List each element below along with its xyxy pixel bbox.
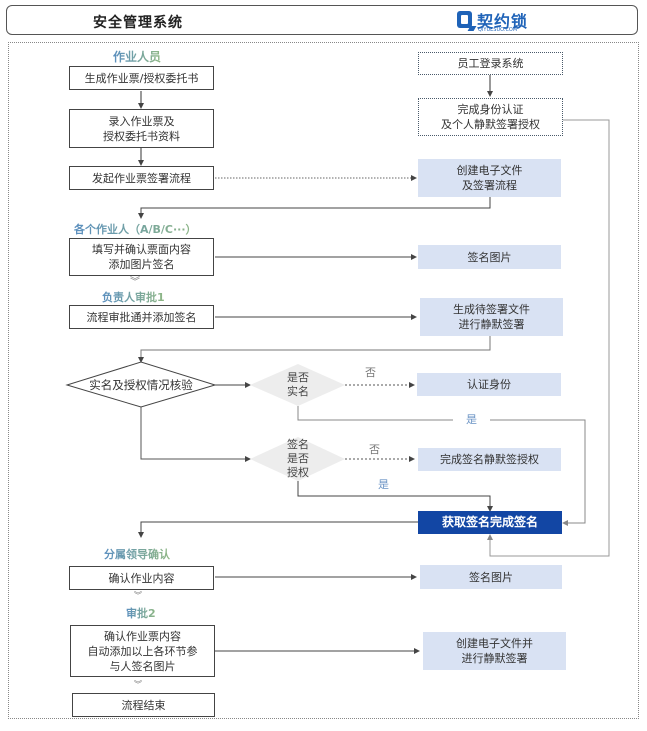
step-text-line: 添加图片签名	[108, 258, 175, 271]
step-text: 员工登录系统	[457, 57, 524, 70]
branch-yes-authorized: 是	[378, 478, 389, 491]
branch-no-authorized: 否	[369, 443, 380, 456]
step-create-file-silent[interactable]: 创建电子文件并 进行静默签署	[423, 632, 566, 670]
step-text-line: 生成待签署文件	[453, 303, 530, 316]
branch-yes-realname: 是	[466, 413, 477, 426]
step-generate-ticket[interactable]: 生成作业票/授权委托书	[69, 66, 214, 90]
step-text-line: 填写并确认票面内容	[92, 243, 191, 256]
step-text-line: 确认作业票内容	[104, 629, 181, 643]
step-text: 签名图片	[467, 250, 512, 264]
step-text: 签名图片	[469, 570, 513, 584]
decision-realname[interactable]: 是否 实名	[270, 371, 326, 399]
lane-operators: 作业人员	[113, 50, 162, 64]
diagram-frame	[8, 42, 639, 719]
step-text-line: 自动添加以上各环节参	[87, 644, 198, 658]
logo-subtitle: QIYUESUO.COM	[478, 27, 518, 33]
app-header: 安全管理系统 契约锁 QIYUESUO.COM	[6, 5, 638, 35]
step-text-line: 录入作业票及	[108, 114, 175, 128]
decision-text-line: 实名	[287, 385, 309, 398]
step-text-line: 创建电子文件	[456, 164, 523, 177]
lane-leader: 分属领导确认	[104, 548, 170, 561]
step-verify-identity[interactable]: 认证身份	[417, 373, 561, 396]
step-confirm-ticket[interactable]: 确认作业票内容 自动添加以上各环节参 与人签名图片	[70, 625, 215, 677]
step-confirm-content[interactable]: 确认作业内容	[69, 566, 214, 590]
decision-authorized-shape	[250, 437, 345, 481]
step-text: 生成作业票/授权委托书	[84, 71, 199, 85]
step-process-end[interactable]: 流程结束	[72, 693, 215, 717]
decision-text-line: 签名	[287, 438, 309, 451]
step-employee-login[interactable]: 员工登录系统	[418, 52, 563, 75]
decision-text-line: 是否	[287, 452, 309, 465]
decision-main-text: 实名及授权情况核验	[89, 378, 193, 392]
step-text: 完成签名静默签授权	[440, 453, 539, 466]
step-fill-confirm[interactable]: 填写并确认票面内容 添加图片签名	[69, 238, 214, 276]
step-text-line: 授权委托书资料	[103, 129, 180, 143]
step-start-signing[interactable]: 发起作业票签署流程	[69, 166, 214, 190]
step-text-line: 创建电子文件并	[456, 637, 533, 650]
step-text: 发起作业票签署流程	[92, 171, 191, 185]
step-text: 认证身份	[467, 378, 511, 391]
connector-realname-yes-2	[490, 419, 586, 526]
step-obtain-signature[interactable]: 获取签名完成签名	[418, 511, 562, 534]
step-create-file[interactable]: 创建电子文件 及签署流程	[418, 159, 561, 197]
connector-r5-decision	[138, 336, 491, 363]
connector-r2-r8	[487, 119, 610, 557]
lane-approval2: 审批2	[126, 607, 156, 620]
decision-realname-shape	[250, 364, 345, 406]
step-signature-image-2[interactable]: 签名图片	[420, 565, 562, 589]
lane-approval1: 负责人审批1	[102, 291, 165, 304]
step-text-line: 及个人静默签署授权	[441, 118, 540, 131]
connector-decision-authorized	[140, 407, 251, 462]
step-identity-auth[interactable]: 完成身份认证 及个人静默签署授权	[418, 98, 563, 136]
step-complete-authorization[interactable]: 完成签名静默签授权	[418, 448, 561, 471]
decision-text-line: 是否	[287, 371, 309, 384]
step-text-line: 及签署流程	[462, 179, 517, 192]
decision-text-line: 授权	[287, 466, 309, 479]
decision-main-shape	[65, 361, 217, 408]
step-enter-ticket[interactable]: 录入作业票及 授权委托书资料	[69, 109, 214, 148]
lane-each-operator: 各个作业人（A/B/C···）	[74, 223, 197, 236]
step-text: 流程结束	[121, 698, 166, 712]
step-approve-sign[interactable]: 流程审批通并添加签名	[69, 305, 214, 329]
decision-authorized[interactable]: 签名 是否 授权	[270, 438, 326, 480]
decision-main[interactable]: 实名及授权情况核验	[76, 378, 206, 392]
step-text-line: 完成身份认证	[457, 103, 524, 116]
app-title: 安全管理系统	[93, 15, 183, 31]
connector-r3-s4	[138, 197, 491, 219]
connector-authorized-yes	[297, 481, 493, 512]
step-signature-image[interactable]: 签名图片	[418, 245, 561, 269]
step-text-line: 进行静默签署	[458, 318, 525, 331]
logo-name: 契约锁	[477, 12, 529, 31]
double-chevron-icon: ︾	[130, 277, 140, 288]
step-text: 流程审批通并添加签名	[86, 310, 197, 324]
connector-realname-yes	[297, 406, 453, 421]
step-text-line: 进行静默签署	[461, 652, 528, 665]
step-text: 获取签名完成签名	[441, 515, 538, 529]
step-generate-file[interactable]: 生成待签署文件 进行静默签署	[420, 298, 563, 336]
connector-r8-s6	[138, 521, 418, 538]
branch-no-realname: 否	[365, 366, 376, 379]
logo-q-icon	[457, 11, 472, 28]
double-chevron-icon: ︾	[134, 680, 142, 689]
step-text: 确认作业内容	[108, 571, 175, 585]
step-text-line: 与人签名图片	[109, 659, 176, 673]
double-chevron-icon: ︾	[134, 591, 142, 600]
